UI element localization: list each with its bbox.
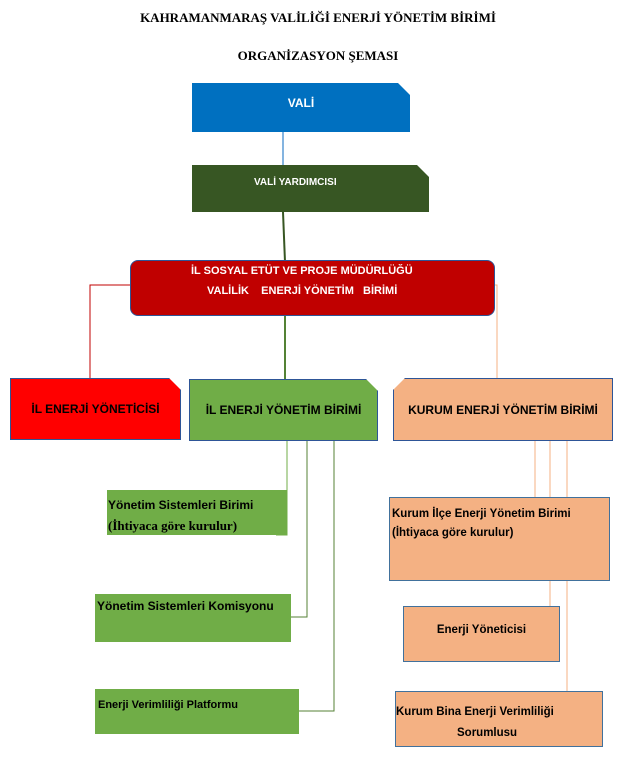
il-enerji-yonetim-birimi-label: İL ENERJİ YÖNETİM BİRİMİ: [205, 403, 362, 417]
il-enerji-yonetim-birimi-box: İL ENERJİ YÖNETİM BİRİMİ: [189, 379, 378, 441]
yonetim-sistemleri-birimi-box: Yönetim Sistemleri Birimi (İhtiyaca göre…: [107, 490, 287, 535]
kurum-enerji-yonetim-birimi-label: KURUM ENERJİ YÖNETİM BİRİMİ: [408, 402, 598, 417]
chart-subtitle: ORGANİZASYON ŞEMASI: [237, 48, 399, 63]
mudurluk-box: İL SOSYAL ETÜT VE PROJE MÜDÜRLÜĞÜ VALİLİ…: [130, 260, 495, 316]
kurum-enerji-yonetim-birimi-box: KURUM ENERJİ YÖNETİM BİRİMİ: [393, 378, 613, 441]
kurum-ilce-box: Kurum İlçe Enerji Yönetim Birimi (İhtiya…: [389, 497, 610, 581]
yonetim-sistemleri-birimi-label-2: (İhtiyaca göre kurulur): [108, 518, 238, 533]
kurum-bina-box: Kurum Bina Enerji Verimliliği Sorumlusu: [395, 691, 603, 747]
vali-yardimcisi-label: VALİ YARDIMCISI: [254, 177, 337, 188]
vali-box: VALİ: [192, 83, 410, 132]
enerji-yoneticisi-box: Enerji Yöneticisi: [403, 606, 560, 662]
kurum-bina-label-2: Sorumlusu: [457, 727, 518, 739]
connector-ys-komisyon: [291, 441, 308, 618]
connector-yardimci: [282, 211, 286, 263]
kurum-ilce-label-2: (İhtiyaca göre kurulur): [392, 527, 514, 539]
il-enerji-yoneticisi-label: İL ENERJİ YÖNETİCİSİ: [31, 402, 160, 416]
enerji-verimliligi-platformu-box: Enerji Verimliliği Platformu: [95, 689, 299, 734]
yonetim-sistemleri-komisyonu-label: Yönetim Sistemleri Komisyonu: [97, 599, 274, 613]
enerji-verimliligi-platformu-label: Enerji Verimliliği Platformu: [98, 699, 238, 711]
yonetim-sistemleri-birimi-label-1: Yönetim Sistemleri Birimi: [108, 498, 254, 512]
vali-label: VALİ: [287, 95, 315, 110]
mudurluk-label-2: VALİLİK ENERJİ YÖNETİM BİRİMİ: [207, 285, 398, 297]
il-enerji-yoneticisi-box: İL ENERJİ YÖNETİCİSİ: [10, 378, 181, 440]
vali-yardimcisi-box: VALİ YARDIMCISI: [192, 165, 429, 212]
kurum-bina-label-1: Kurum Bina Enerji Verimliliği: [396, 706, 554, 718]
chart-title: KAHRAMANMARAŞ VALİLİĞİ ENERJİ YÖNETİM Bİ…: [140, 10, 496, 25]
mudurluk-label-1: İL SOSYAL ETÜT VE PROJE MÜDÜRLÜĞÜ: [191, 265, 413, 277]
connector-platform: [299, 441, 335, 712]
yonetim-sistemleri-komisyonu-box: Yönetim Sistemleri Komisyonu: [95, 594, 291, 642]
connector-ys-birim: [276, 441, 288, 536]
enerji-yoneticisi-label: Enerji Yöneticisi: [436, 624, 527, 636]
kurum-ilce-label-1: Kurum İlçe Enerji Yönetim Birimi: [392, 508, 571, 520]
